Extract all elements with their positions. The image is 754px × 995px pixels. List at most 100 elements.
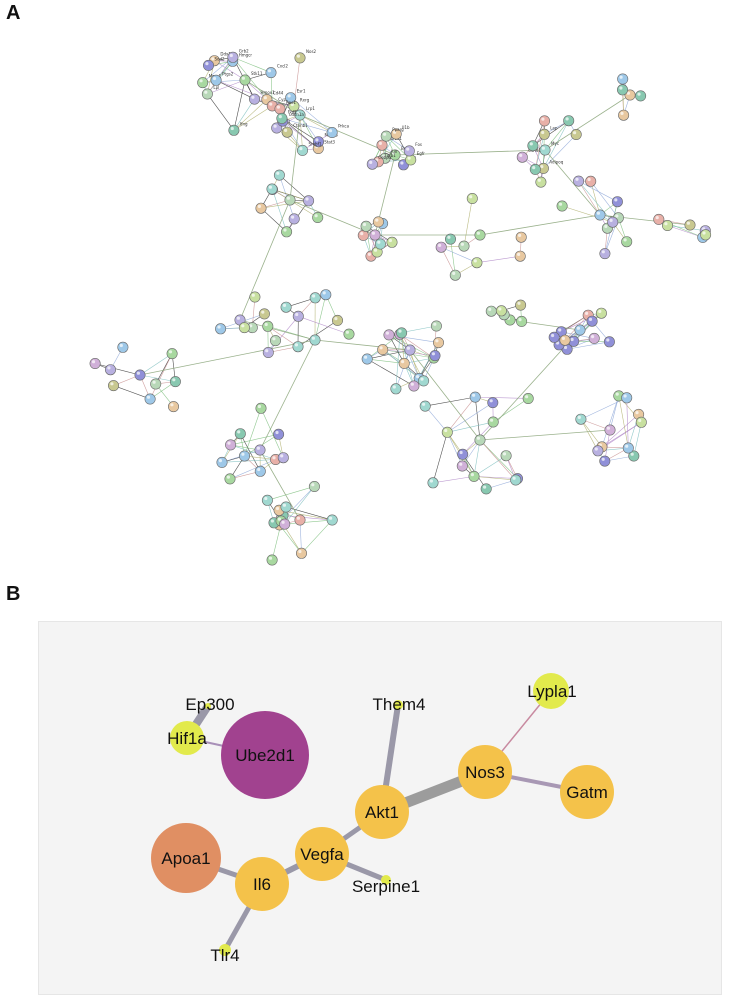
- panel-a-node[interactable]: [239, 451, 249, 461]
- panel-a-node[interactable]: [511, 475, 521, 485]
- panel-a-node[interactable]: [297, 145, 307, 155]
- panel-a-node[interactable]: [310, 335, 320, 345]
- panel-a-node[interactable]: [225, 474, 235, 484]
- panel-a-node[interactable]: [327, 127, 337, 137]
- panel-a-node[interactable]: [486, 306, 496, 316]
- panel-a-node[interactable]: [275, 104, 285, 114]
- panel-a-node[interactable]: [296, 548, 306, 558]
- panel-a-node[interactable]: [523, 393, 533, 403]
- panel-a-node[interactable]: [370, 230, 380, 240]
- panel-a-node[interactable]: [118, 342, 128, 352]
- panel-a-node[interactable]: [332, 315, 342, 325]
- panel-a-node[interactable]: [622, 237, 632, 247]
- panel-a-node[interactable]: [198, 77, 208, 87]
- panel-a-node[interactable]: [168, 401, 178, 411]
- panel-a-node[interactable]: [515, 251, 525, 261]
- panel-a-node[interactable]: [362, 354, 372, 364]
- panel-a-node[interactable]: [420, 401, 430, 411]
- panel-a-node[interactable]: [418, 376, 428, 386]
- panel-a-node[interactable]: [239, 322, 249, 332]
- panel-a-node[interactable]: [135, 370, 145, 380]
- panel-a-node[interactable]: [280, 519, 290, 529]
- panel-a-node[interactable]: [595, 210, 605, 220]
- panel-a-node[interactable]: [375, 239, 385, 249]
- panel-a-node[interactable]: [361, 221, 371, 231]
- panel-a-node[interactable]: [217, 457, 227, 467]
- panel-a-node[interactable]: [445, 234, 455, 244]
- panel-a-node[interactable]: [289, 214, 299, 224]
- panel-a-node[interactable]: [431, 321, 441, 331]
- panel-a-node[interactable]: [378, 344, 388, 354]
- panel-a-node[interactable]: [539, 129, 549, 139]
- panel-a-node[interactable]: [327, 515, 337, 525]
- panel-a-node[interactable]: [459, 241, 469, 251]
- panel-a-node[interactable]: [263, 347, 273, 357]
- panel-a-node[interactable]: [458, 449, 468, 459]
- panel-a-node[interactable]: [617, 85, 627, 95]
- panel-a-node[interactable]: [575, 325, 585, 335]
- panel-a-node[interactable]: [536, 177, 546, 187]
- panel-a-node[interactable]: [255, 445, 265, 455]
- panel-a-node[interactable]: [481, 484, 491, 494]
- panel-a-node[interactable]: [662, 220, 672, 230]
- panel-a-node[interactable]: [404, 146, 414, 156]
- panel-a-node[interactable]: [344, 329, 354, 339]
- panel-a-node[interactable]: [618, 110, 628, 120]
- panel-a-node[interactable]: [285, 195, 295, 205]
- panel-a-node[interactable]: [256, 203, 266, 213]
- panel-a-node[interactable]: [281, 502, 291, 512]
- panel-a-node[interactable]: [636, 417, 646, 427]
- panel-a-node[interactable]: [105, 365, 115, 375]
- panel-a-node[interactable]: [540, 145, 550, 155]
- panel-a-node[interactable]: [515, 300, 525, 310]
- panel-a-node[interactable]: [399, 358, 409, 368]
- panel-a-node[interactable]: [310, 293, 320, 303]
- panel-a-node[interactable]: [496, 306, 506, 316]
- panel-a-node[interactable]: [167, 348, 177, 358]
- panel-a-node[interactable]: [313, 212, 323, 222]
- panel-a-node[interactable]: [433, 337, 443, 347]
- panel-a-node[interactable]: [488, 417, 498, 427]
- panel-a-node[interactable]: [295, 515, 305, 525]
- panel-a-node[interactable]: [700, 230, 710, 240]
- panel-a-node[interactable]: [235, 429, 245, 439]
- panel-a-node[interactable]: [557, 201, 567, 211]
- panel-a-node[interactable]: [528, 141, 538, 151]
- panel-a-node[interactable]: [596, 308, 606, 318]
- panel-a-node[interactable]: [215, 324, 225, 334]
- panel-a-node[interactable]: [203, 60, 213, 70]
- panel-a-node[interactable]: [278, 453, 288, 463]
- panel-a-node[interactable]: [428, 478, 438, 488]
- panel-a-node[interactable]: [623, 443, 633, 453]
- panel-a-node[interactable]: [321, 290, 331, 300]
- panel-a-node[interactable]: [635, 91, 645, 101]
- panel-a-node[interactable]: [587, 316, 597, 326]
- panel-a-node[interactable]: [384, 330, 394, 340]
- panel-a-node[interactable]: [303, 196, 313, 206]
- panel-a-node[interactable]: [281, 302, 291, 312]
- panel-a-node[interactable]: [586, 176, 596, 186]
- panel-a-node[interactable]: [608, 217, 618, 227]
- panel-a-node[interactable]: [475, 230, 485, 240]
- panel-a-node[interactable]: [250, 292, 260, 302]
- panel-a-node[interactable]: [295, 53, 305, 63]
- panel-a-node[interactable]: [282, 127, 292, 137]
- panel-a-node[interactable]: [256, 403, 266, 413]
- panel-a-node[interactable]: [516, 232, 526, 242]
- panel-a-node[interactable]: [225, 440, 235, 450]
- panel-a-node[interactable]: [309, 481, 319, 491]
- panel-a-node[interactable]: [539, 116, 549, 126]
- panel-a-node[interactable]: [612, 197, 622, 207]
- panel-a-node[interactable]: [409, 381, 419, 391]
- panel-a-node[interactable]: [202, 89, 212, 99]
- panel-a-node[interactable]: [564, 116, 574, 126]
- panel-a-node[interactable]: [589, 333, 599, 343]
- panel-a-node[interactable]: [266, 67, 276, 77]
- panel-a-node[interactable]: [573, 176, 583, 186]
- panel-a-node[interactable]: [475, 435, 485, 445]
- panel-a-node[interactable]: [467, 193, 477, 203]
- panel-a-node[interactable]: [560, 335, 570, 345]
- panel-a-node[interactable]: [170, 376, 180, 386]
- panel-a-node[interactable]: [436, 242, 446, 252]
- panel-a-node[interactable]: [90, 358, 100, 368]
